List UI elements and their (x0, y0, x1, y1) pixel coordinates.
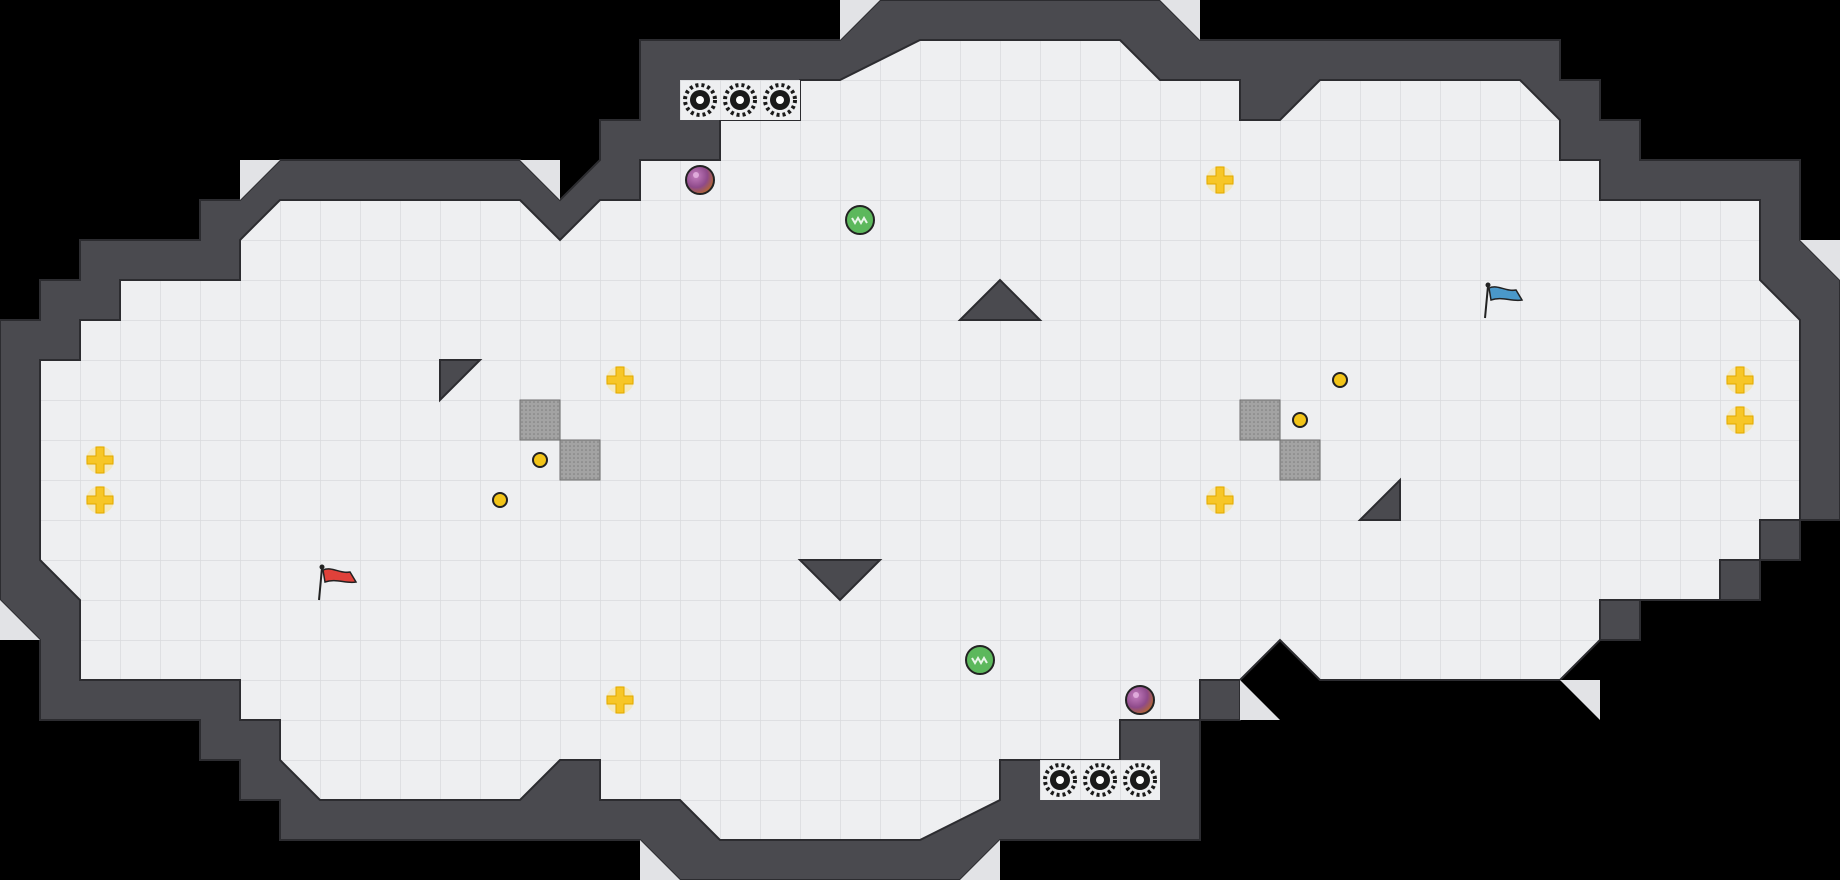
coin-icon (1332, 372, 1348, 388)
block-icon (559, 439, 601, 481)
bombs (685, 165, 1155, 715)
spike-icon (1123, 763, 1157, 797)
wall-triangle (439, 359, 483, 403)
boost-icon (606, 686, 634, 714)
spike-icon (683, 83, 717, 117)
boost-icon (1726, 366, 1754, 394)
bomb-icon (1125, 685, 1155, 715)
wall-triangle (797, 559, 883, 602)
wall-triangle (1357, 477, 1401, 521)
green-button-icon (965, 645, 995, 675)
coin-icon (1292, 412, 1308, 428)
spikes (683, 83, 1157, 797)
spike-icon (763, 83, 797, 117)
spike-icon (1043, 763, 1077, 797)
boost-icon (1206, 486, 1234, 514)
wall-triangle (957, 278, 1043, 321)
flag-red-icon (318, 564, 358, 601)
boost-icon (1726, 406, 1754, 434)
flag-blue-icon (1484, 282, 1524, 319)
block-icon (519, 399, 561, 441)
coin-icon (532, 452, 548, 468)
spike-icon (1083, 763, 1117, 797)
boosts (86, 166, 1754, 714)
boost-icon (86, 486, 114, 514)
bomb-icon (685, 165, 715, 195)
block-icon (1279, 439, 1321, 481)
boost-icon (86, 446, 114, 474)
green-buttons (845, 205, 995, 675)
interior-walls (439, 278, 1401, 602)
coin-icon (492, 492, 508, 508)
boost-icon (606, 366, 634, 394)
boost-icon (1206, 166, 1234, 194)
blocks (519, 399, 1321, 481)
green-button-icon (845, 205, 875, 235)
coins (492, 372, 1348, 508)
spike-icon (723, 83, 757, 117)
block-icon (1239, 399, 1281, 441)
